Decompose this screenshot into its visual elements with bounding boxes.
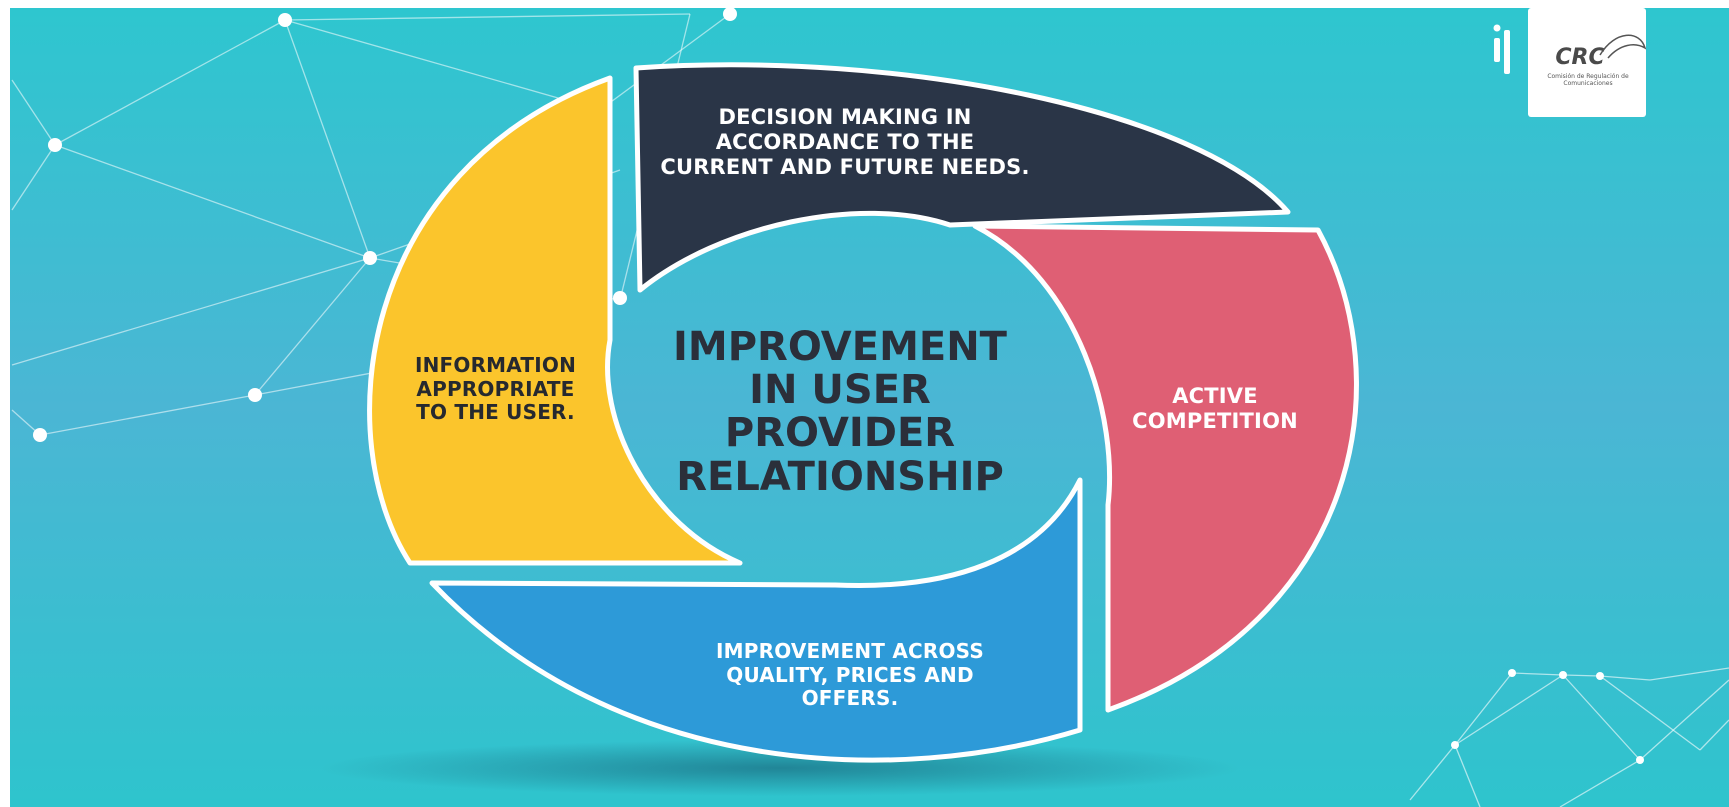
label-active-competition: ACTIVE COMPETITION: [1105, 384, 1325, 434]
label-decision-making: DECISION MAKING IN ACCORDANCE TO THE CUR…: [640, 105, 1050, 179]
segment-decision-making: [633, 62, 1291, 293]
label-line: COMPETITION: [1132, 408, 1298, 433]
label-line: QUALITY, PRICES AND: [726, 662, 974, 687]
logo-subtitle: Comisión de Regulación de Comunicaciones: [1547, 73, 1629, 87]
label-information-appropriate: INFORMATION APPROPRIATE TO THE USER.: [373, 353, 618, 425]
center-title-line: PROVIDER: [724, 410, 956, 457]
label-line: IMPROVEMENT ACROSS: [716, 639, 984, 663]
label-line: ACCORDANCE TO THE: [715, 129, 975, 154]
logo-swoosh-icon: [1599, 34, 1647, 59]
label-improvement-across: IMPROVEMENT ACROSS QUALITY, PRICES AND O…: [660, 639, 1040, 711]
network-nodes-top-left: [33, 7, 737, 442]
label-line: OFFERS.: [801, 686, 899, 711]
network-nodes-bottom-right: [1451, 669, 1644, 764]
label-line: APPROPRIATE: [416, 376, 575, 401]
center-title-line: RELATIONSHIP: [676, 453, 1004, 500]
crc-logo: CRC: [1493, 8, 1647, 117]
label-line: ACTIVE: [1172, 384, 1258, 408]
label-line: CURRENT AND FUTURE NEEDS.: [660, 154, 1030, 179]
center-title-line: IN USER: [749, 367, 931, 414]
ring-segments: [367, 62, 1359, 763]
network-decoration-bottom-right: [1409, 667, 1729, 807]
label-line: INFORMATION: [414, 353, 577, 377]
label-line: TO THE USER.: [416, 400, 575, 425]
segment-information-appropriate: [367, 75, 743, 566]
segment-improvement-across: [429, 477, 1083, 763]
ring-shadow: [320, 740, 1240, 796]
brand-mark-icon: [1493, 24, 1510, 74]
segment-active-competition: [972, 223, 1359, 713]
center-title-line: IMPROVEMENT: [673, 324, 1007, 370]
logo-wordmark: CRC: [1555, 45, 1604, 70]
center-title: IMPROVEMENT IN USER PROVIDER RELATIONSHI…: [625, 324, 1055, 500]
label-line: DECISION MAKING IN: [718, 105, 972, 129]
